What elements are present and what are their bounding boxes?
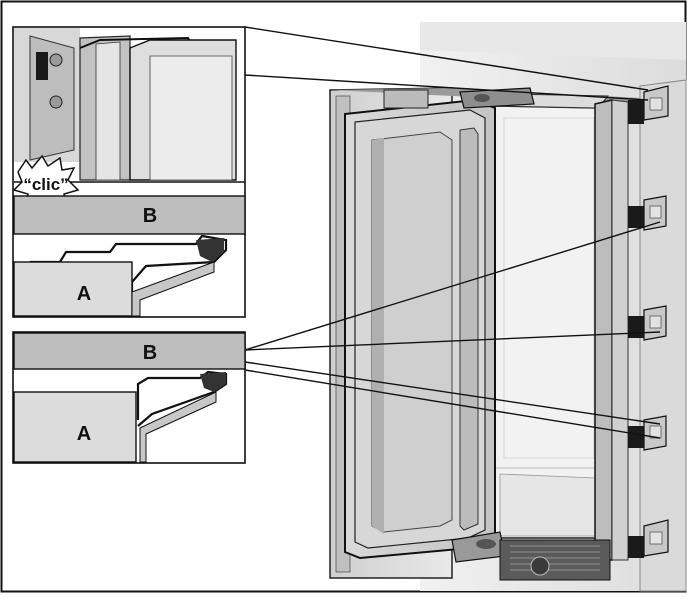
- interior-compartment: [493, 93, 610, 539]
- top-hinge: [383, 87, 535, 109]
- open-door: [344, 98, 496, 560]
- bolt-icon: [49, 53, 63, 67]
- label-a: A: [77, 423, 91, 445]
- label-a: A: [77, 283, 91, 305]
- label-b: B: [143, 342, 157, 364]
- clip-4: [643, 415, 667, 451]
- door-frame-strip: [594, 99, 629, 561]
- clip-3: [643, 305, 667, 341]
- bolt-icon: [49, 95, 63, 109]
- mounting-clips: [643, 85, 669, 557]
- callout-bottom: B A: [12, 331, 246, 464]
- leader-lines: [244, 26, 661, 439]
- clip-1: [643, 85, 669, 121]
- label-b: B: [143, 205, 157, 227]
- mounting-brackets: [628, 100, 644, 558]
- bottom-hinge: [451, 531, 506, 563]
- callout-top: “clic” B A: [12, 26, 246, 318]
- clip-5: [643, 519, 669, 557]
- clip-2: [643, 195, 667, 231]
- rail-detail-top: B A: [13, 195, 246, 317]
- hinge-detail: [14, 28, 245, 183]
- clic-label: “clic”: [23, 175, 68, 194]
- ventilation-grille: [499, 539, 611, 581]
